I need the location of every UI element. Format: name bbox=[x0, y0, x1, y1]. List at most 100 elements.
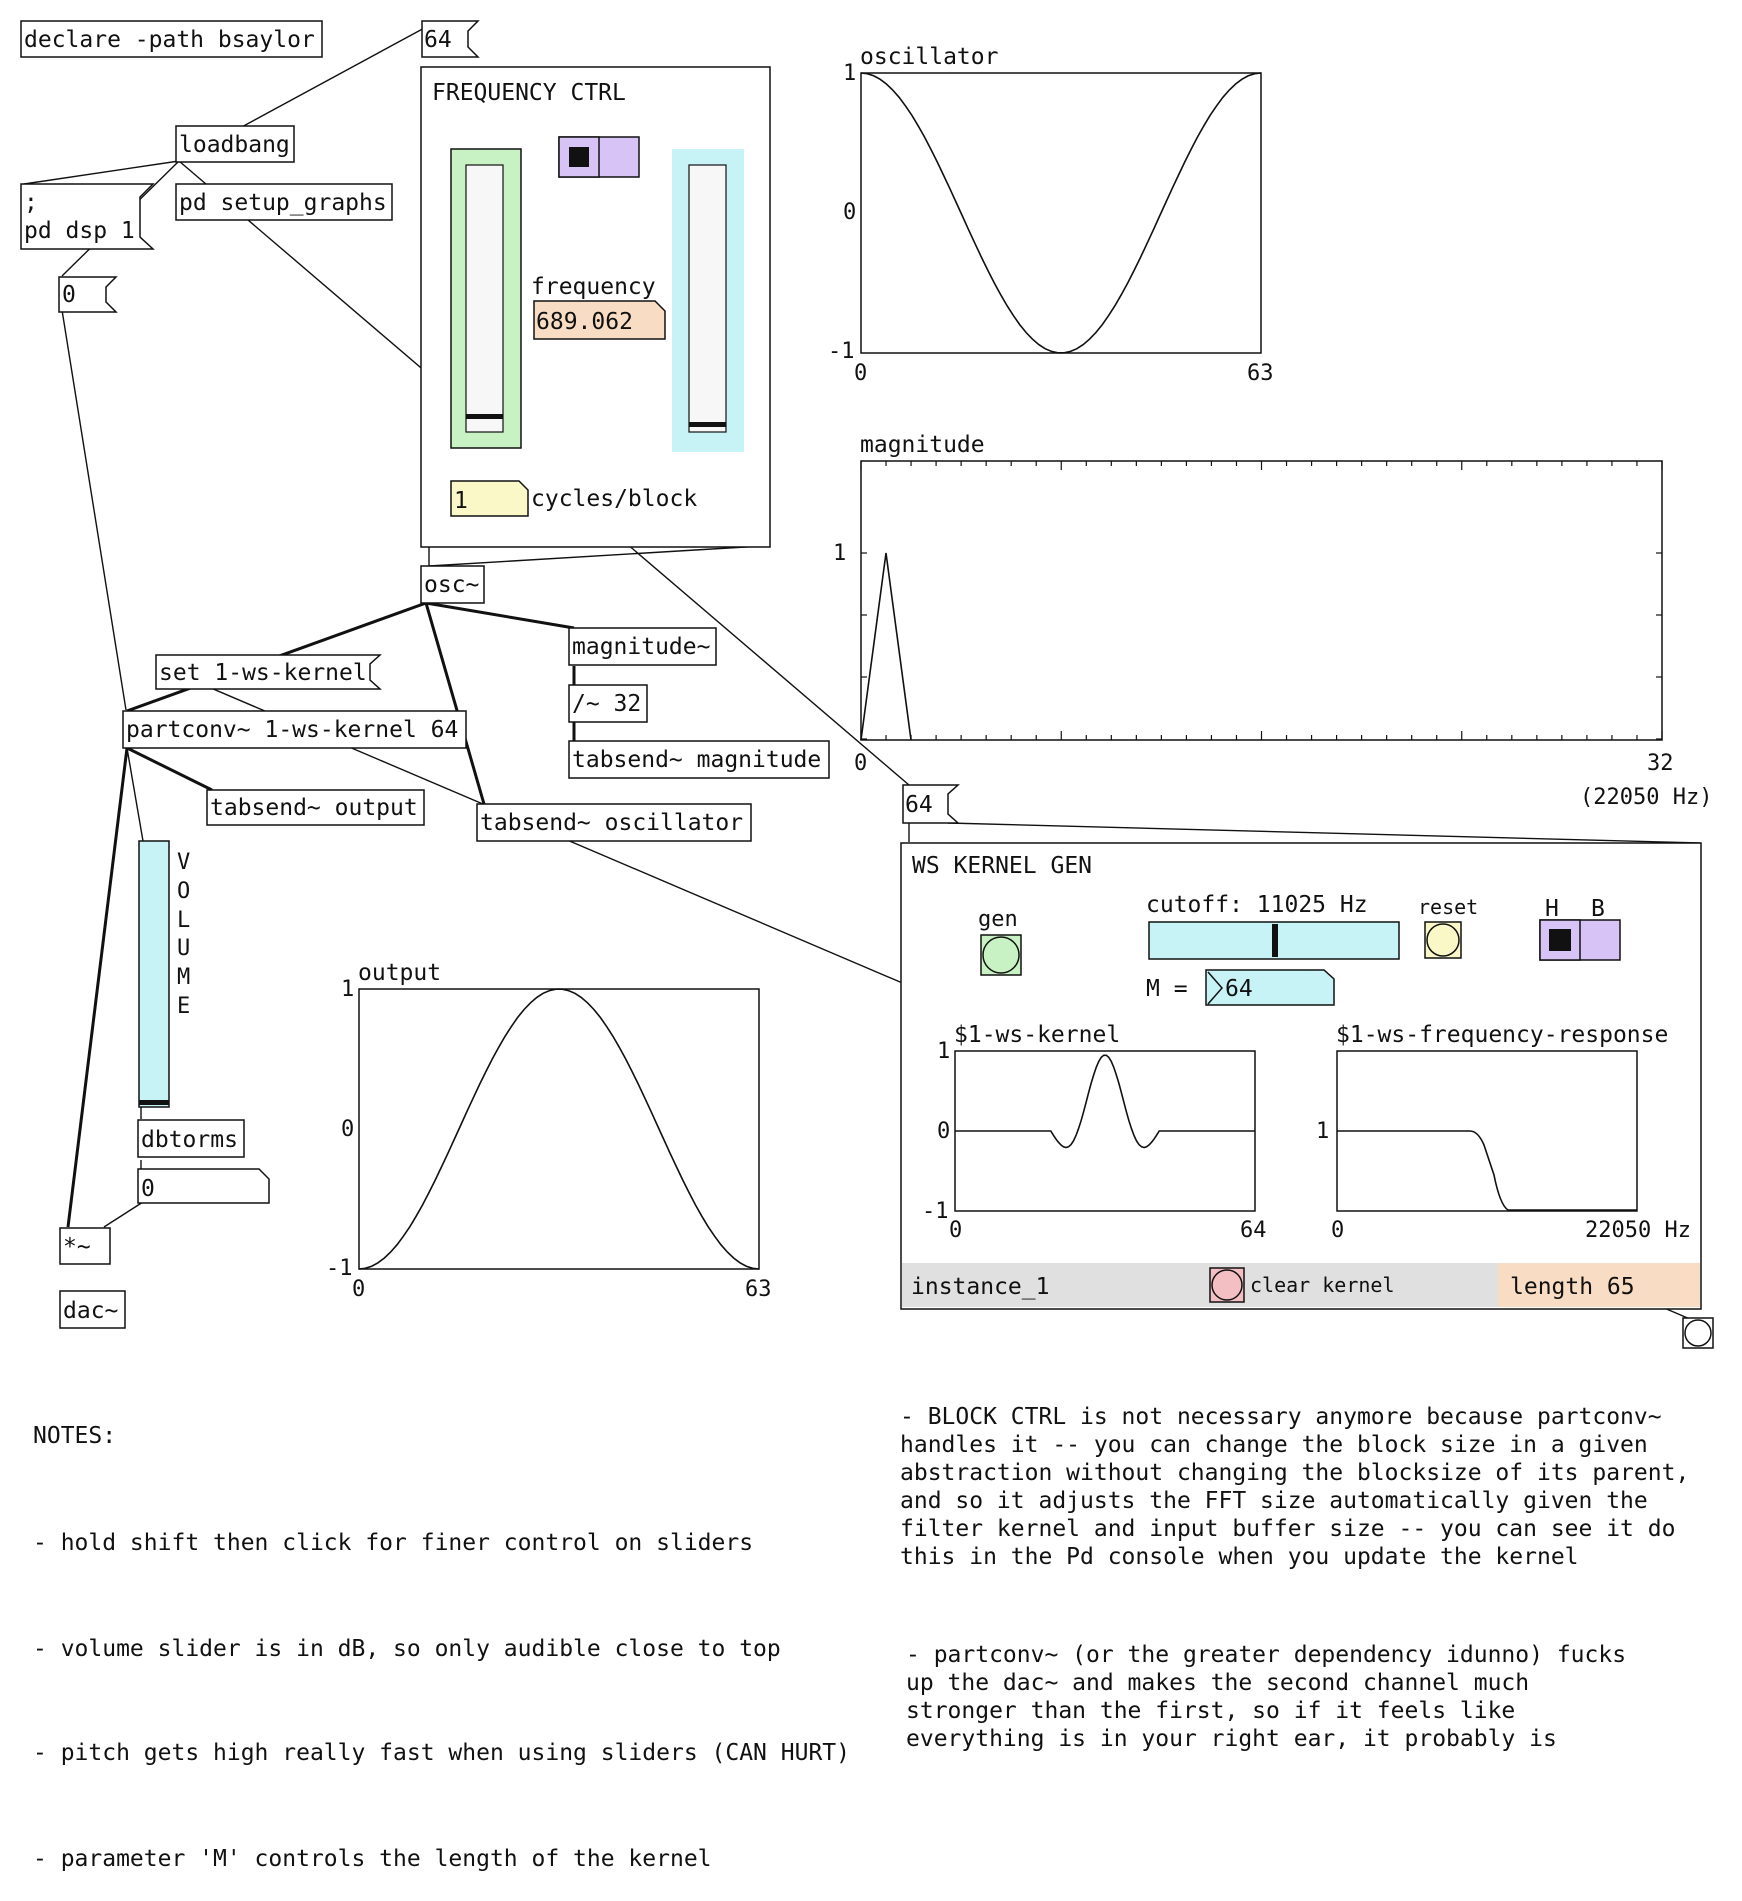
note-line: - pitch gets high really fast when using… bbox=[33, 1740, 850, 1766]
svg-text:63: 63 bbox=[1247, 361, 1274, 386]
note-line: - volume slider is in dB, so only audibl… bbox=[33, 1636, 781, 1662]
gen-bang-button[interactable] bbox=[980, 934, 1022, 976]
clear-kernel-bang-button[interactable] bbox=[1209, 1267, 1245, 1303]
cycles-per-block-number[interactable]: 1 bbox=[450, 480, 529, 517]
tabsend-magnitude-object[interactable]: tabsend~ magnitude bbox=[568, 740, 830, 779]
svg-text:L: L bbox=[177, 908, 190, 933]
svg-text:64: 64 bbox=[1225, 976, 1253, 1002]
declare-object[interactable]: declare -path bsaylor bbox=[20, 20, 323, 58]
notes-heading: NOTES: bbox=[33, 1423, 117, 1449]
svg-text:set 1-ws-kernel: set 1-ws-kernel bbox=[159, 660, 367, 686]
oscillator-graph: oscillator 1 0 -1 0 63 bbox=[828, 44, 1274, 386]
svg-text:U: U bbox=[177, 936, 190, 961]
svg-text:$1-ws-kernel: $1-ws-kernel bbox=[954, 1022, 1120, 1048]
svg-text:-1: -1 bbox=[326, 1256, 353, 1281]
svg-text:1: 1 bbox=[843, 61, 856, 86]
m-label: M = bbox=[1146, 976, 1188, 1002]
instance-label: instance_1 bbox=[911, 1274, 1049, 1300]
svg-text:(22050 Hz): (22050 Hz) bbox=[1580, 785, 1712, 810]
output-waveform bbox=[358, 988, 760, 1270]
message-64-right[interactable]: 64 bbox=[902, 784, 960, 824]
kernel-done-bang[interactable] bbox=[1682, 1317, 1714, 1349]
magnitude-object[interactable]: magnitude~ bbox=[568, 627, 717, 666]
notes-left: NOTES: - hold shift then click for finer… bbox=[33, 1366, 893, 1901]
svg-text:64: 64 bbox=[905, 792, 933, 818]
svg-text:689.062: 689.062 bbox=[536, 309, 633, 335]
frequency-toggle[interactable] bbox=[558, 136, 640, 178]
svg-text:*~: *~ bbox=[63, 1234, 91, 1260]
dsp-message[interactable]: ; pd dsp 1 bbox=[20, 183, 155, 250]
volume-label: V O L U M E bbox=[177, 850, 190, 1019]
svg-text:0: 0 bbox=[141, 1176, 155, 1202]
h-label: H bbox=[1545, 896, 1559, 922]
svg-text:-1: -1 bbox=[828, 339, 855, 364]
svg-text:32: 32 bbox=[1647, 751, 1674, 776]
svg-text:dac~: dac~ bbox=[63, 1298, 118, 1324]
oscillator-waveform bbox=[860, 72, 1262, 354]
tabsend-output-object[interactable]: tabsend~ output bbox=[206, 789, 425, 826]
divide-32-object[interactable]: /~ 32 bbox=[568, 684, 648, 723]
note-line: - hold shift then click for finer contro… bbox=[33, 1530, 754, 1556]
length-label: length 65 bbox=[1510, 1274, 1635, 1300]
frequency-slider-coarse[interactable] bbox=[450, 148, 522, 449]
number-0[interactable]: 0 bbox=[137, 1168, 270, 1204]
tabsend-oscillator-object[interactable]: tabsend~ oscillator bbox=[476, 803, 752, 842]
dbtorms-object[interactable]: dbtorms bbox=[137, 1119, 245, 1158]
gen-label: gen bbox=[978, 907, 1018, 932]
svg-text:1: 1 bbox=[341, 977, 354, 1002]
svg-text:0: 0 bbox=[341, 1117, 354, 1142]
output-graph-title: output bbox=[358, 960, 441, 986]
pd-setup-graphs-object[interactable]: pd setup_graphs bbox=[175, 183, 393, 221]
frequency-ctrl-panel: FREQUENCY CTRL frequency 689.062 1 cyc bbox=[420, 66, 771, 548]
multiply-object[interactable]: *~ bbox=[59, 1227, 111, 1265]
svg-text:0: 0 bbox=[854, 361, 867, 386]
cutoff-label: cutoff: 11025 Hz bbox=[1146, 892, 1368, 918]
svg-text:/~ 32: /~ 32 bbox=[572, 691, 641, 717]
output-graph: output 1 0 -1 0 63 bbox=[326, 960, 772, 1302]
svg-text:22050 Hz: 22050 Hz bbox=[1585, 1218, 1691, 1243]
svg-text:partconv~ 1-ws-kernel 64: partconv~ 1-ws-kernel 64 bbox=[126, 717, 458, 743]
m-number-box[interactable]: 64 bbox=[1205, 969, 1335, 1006]
svg-text:64: 64 bbox=[424, 27, 452, 53]
ws-kernel-gen-title: WS KERNEL GEN bbox=[912, 853, 1092, 879]
magnitude-graph-title: magnitude bbox=[860, 432, 985, 458]
frequency-number[interactable]: 689.062 bbox=[533, 300, 666, 340]
b-label: B bbox=[1591, 896, 1605, 922]
svg-text:$1-ws-frequency-response: $1-ws-frequency-response bbox=[1336, 1022, 1668, 1048]
loadbang-object[interactable]: loadbang bbox=[175, 125, 295, 163]
svg-text:M: M bbox=[177, 965, 190, 990]
message-0[interactable]: 0 bbox=[58, 276, 118, 313]
note-paragraph-dac: - partconv~ (or the greater dependency i… bbox=[906, 1642, 1627, 1752]
length-box bbox=[1498, 1263, 1700, 1307]
svg-text:63: 63 bbox=[745, 1277, 772, 1302]
svg-text:osc~: osc~ bbox=[424, 572, 479, 598]
svg-text:declare -path bsaylor: declare -path bsaylor bbox=[24, 27, 315, 53]
partconv-object[interactable]: partconv~ 1-ws-kernel 64 bbox=[122, 710, 467, 749]
volume-slider[interactable] bbox=[138, 840, 170, 1108]
message-64-top[interactable]: 64 bbox=[421, 20, 480, 58]
frequency-slider-fine[interactable] bbox=[672, 149, 744, 452]
frequency-response-line bbox=[1337, 1130, 1637, 1211]
svg-text:magnitude~: magnitude~ bbox=[572, 634, 710, 660]
set-kernel-message[interactable]: set 1-ws-kernel bbox=[155, 654, 382, 690]
reset-bang-button[interactable] bbox=[1424, 921, 1462, 959]
kernel-waveform bbox=[955, 1054, 1255, 1149]
svg-text:0: 0 bbox=[937, 1119, 950, 1144]
svg-text:;: ; bbox=[24, 190, 38, 216]
svg-text:loadbang: loadbang bbox=[179, 132, 290, 158]
svg-text:0: 0 bbox=[949, 1218, 962, 1243]
clear-kernel-label: clear kernel bbox=[1250, 1273, 1395, 1297]
cutoff-slider[interactable] bbox=[1148, 921, 1400, 960]
oscillator-graph-title: oscillator bbox=[860, 44, 998, 70]
magnitude-graph: magnitude 1 0 32 (22050 Hz) bbox=[833, 432, 1712, 810]
svg-text:O: O bbox=[177, 879, 190, 904]
osc-object[interactable]: osc~ bbox=[420, 565, 485, 604]
svg-text:tabsend~ magnitude: tabsend~ magnitude bbox=[572, 747, 821, 773]
svg-text:0: 0 bbox=[62, 282, 76, 308]
svg-text:0: 0 bbox=[352, 1277, 365, 1302]
window-toggle[interactable] bbox=[1539, 919, 1621, 961]
ws-kernel-graph: $1-ws-kernel 1 0 -1 0 64 bbox=[922, 1022, 1267, 1243]
svg-text:1: 1 bbox=[1316, 1119, 1329, 1144]
svg-text:1: 1 bbox=[454, 488, 468, 514]
dac-object[interactable]: dac~ bbox=[59, 1290, 126, 1329]
